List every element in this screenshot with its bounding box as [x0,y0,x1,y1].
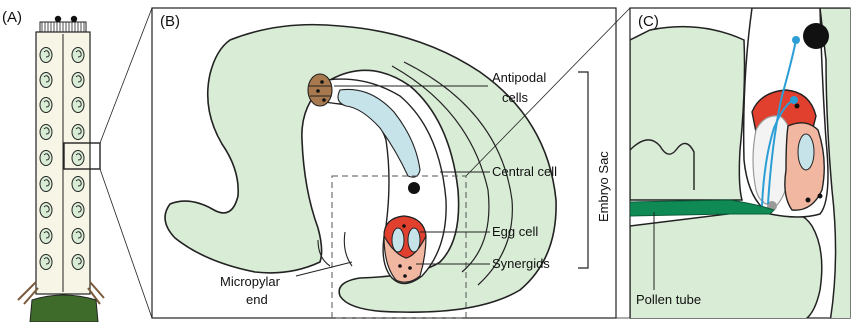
central-cell-nucleus [408,182,420,194]
stigma [40,16,86,32]
panel-a: (A) [2,8,152,322]
embryo-sac-label: Embryo Sac [596,151,611,222]
panel-a-label: (A) [2,9,22,26]
panel-c: (C) Pollen tube [630,8,853,322]
antipodal-label-1: Antipodal [492,70,546,85]
synergid-vacuole [798,134,814,170]
micropylar-label-2: end [246,292,268,307]
panel-b-label: (B) [160,13,180,30]
panel-c-label: (C) [638,13,659,30]
zoom-line [100,169,152,318]
sperm-cell-2 [790,96,798,104]
integument-tissue [630,27,745,200]
egg-apparatus [384,216,426,282]
antipodal-label-2: cells [502,90,529,105]
pollen-grain [55,16,61,22]
micropylar-label-1: Micropylar [220,274,281,289]
central-cell-label: Central cell [492,164,557,179]
sperm-cell-1 [792,36,800,44]
pollen-tube-label: Pollen tube [636,292,701,307]
pollen-grain [71,16,77,22]
antipodal-cells [308,74,332,106]
panel-b: (B) [152,8,630,318]
synergids-label: Synergids [492,256,550,271]
egg-cell-label: Egg cell [492,224,538,239]
zoom-line [100,8,152,143]
central-cell-nucleus-large [803,23,829,49]
receptacle [30,295,98,322]
